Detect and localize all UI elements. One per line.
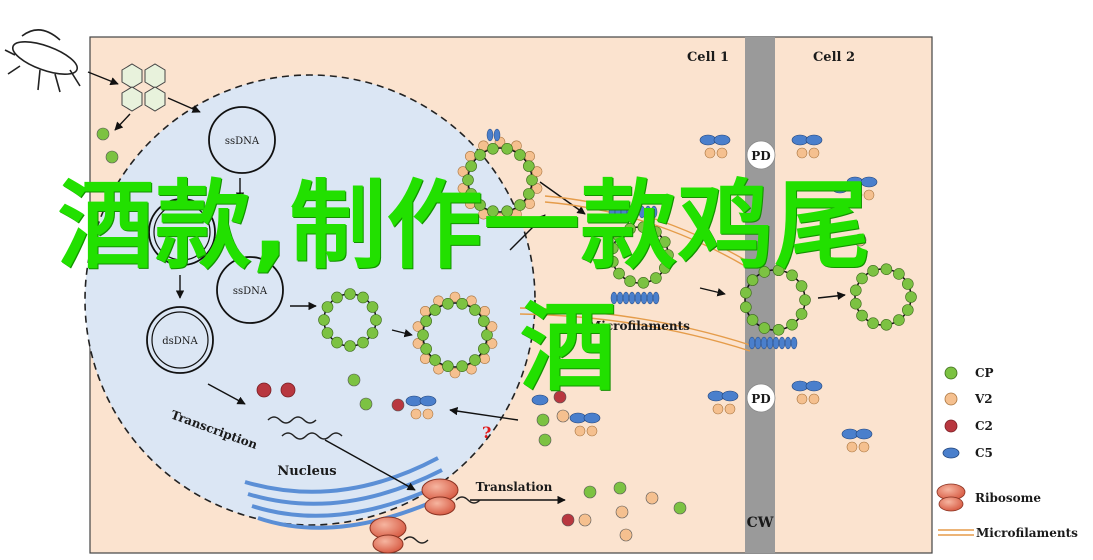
ribosome-icon bbox=[936, 483, 966, 512]
microfilaments-label: Microfilaments bbox=[588, 319, 690, 333]
arrow-mrna-to-ribosome bbox=[324, 439, 416, 491]
arrow-ring-to-ring bbox=[391, 329, 413, 338]
peach-circle-icon bbox=[944, 392, 958, 406]
legend-item-microfilaments: Microfilaments bbox=[938, 526, 1078, 540]
ring-pd bbox=[740, 264, 811, 336]
ring-cell2 bbox=[850, 263, 917, 331]
c2-dots-nucleus bbox=[256, 382, 296, 398]
arrow-to-pd-ring bbox=[699, 287, 726, 297]
ribosome-upper bbox=[421, 478, 481, 516]
dsdna-circle-low: dsDNA bbox=[146, 306, 214, 374]
arrow-cell2-ring bbox=[817, 291, 846, 301]
pd-label-top: PD bbox=[746, 140, 776, 170]
cell-1-label: Cell 1 bbox=[687, 50, 729, 65]
ssdna-circle-mid: ssDNA bbox=[216, 256, 284, 324]
question-mark: ? bbox=[482, 423, 491, 442]
cw-label: CW bbox=[747, 515, 774, 531]
legend-item-c2: C2 bbox=[944, 419, 993, 433]
mrna-squiggles bbox=[267, 416, 343, 440]
nucleus bbox=[84, 74, 536, 526]
legend: CP V2 C2 C5 Ribosome Microfilaments bbox=[936, 366, 1078, 540]
ring-nucleus-2 bbox=[412, 291, 498, 379]
svg-text:ssDNA: ssDNA bbox=[225, 136, 260, 147]
ring-microfilament bbox=[607, 221, 674, 289]
green-circle-icon bbox=[944, 366, 958, 380]
legend-item-cp: CP bbox=[944, 366, 994, 380]
legend-item-ribosome: Ribosome bbox=[936, 483, 1041, 512]
virion-cluster-icon bbox=[121, 63, 166, 112]
ribosome-lower bbox=[369, 516, 429, 554]
svg-text:Ribosome: Ribosome bbox=[975, 491, 1041, 505]
scattered-proteins bbox=[96, 127, 878, 542]
legend-item-v2: V2 bbox=[944, 392, 993, 406]
legend-item-c5: C5 bbox=[942, 446, 993, 460]
endoplasmic-reticulum bbox=[244, 456, 451, 530]
translation-label: Translation bbox=[476, 480, 553, 494]
protein-ring-group bbox=[318, 136, 917, 379]
arrow-to-top-ring bbox=[509, 214, 546, 251]
arrow-vector-to-virion bbox=[87, 71, 119, 86]
svg-text:C5: C5 bbox=[975, 446, 993, 460]
svg-text:Microfilaments: Microfilaments bbox=[976, 526, 1078, 540]
arrow-virion-to-cp bbox=[114, 113, 131, 131]
svg-text:PD: PD bbox=[751, 392, 770, 406]
svg-text:C2: C2 bbox=[975, 419, 993, 433]
svg-text:dsDNA: dsDNA bbox=[162, 336, 198, 347]
pd-label-bottom: PD bbox=[746, 383, 776, 413]
svg-text:PD: PD bbox=[751, 149, 770, 163]
svg-text:dsDNA: dsDNA bbox=[164, 228, 200, 239]
arrow-question-back bbox=[449, 406, 519, 421]
insect-vector-icon bbox=[4, 29, 81, 93]
ring-nucleus-1 bbox=[318, 288, 382, 352]
microfilament-icon bbox=[938, 529, 974, 536]
cell-2-label: Cell 2 bbox=[813, 50, 855, 65]
arrow-virion-to-ssdna bbox=[167, 97, 201, 113]
svg-text:ssDNA: ssDNA bbox=[233, 286, 268, 297]
red-circle-icon bbox=[944, 419, 958, 433]
dsdna-circle-mid: dsDNA bbox=[148, 198, 216, 266]
arrow-transcription bbox=[207, 383, 246, 405]
svg-text:CP: CP bbox=[975, 366, 994, 380]
blue-ellipse-icon bbox=[942, 447, 960, 459]
svg-text:V2: V2 bbox=[974, 392, 993, 406]
nucleus-label: Nucleus bbox=[277, 464, 336, 479]
ring-top bbox=[457, 136, 543, 224]
ssdna-circle-top: ssDNA bbox=[208, 106, 276, 174]
